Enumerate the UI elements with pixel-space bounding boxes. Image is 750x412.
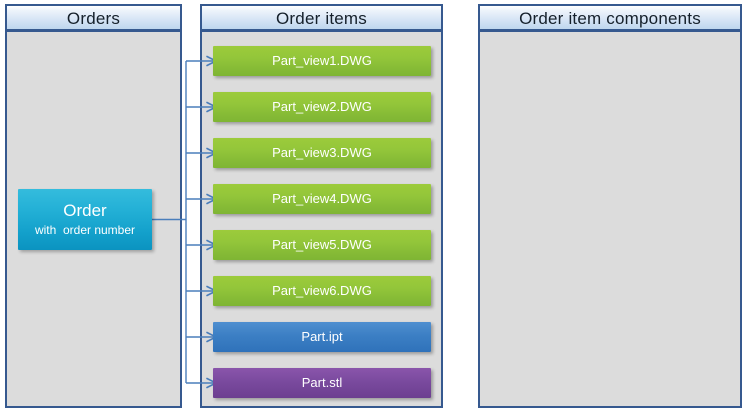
order-item-label: Part_view5.DWG: [272, 237, 372, 252]
panel-header-order-item-components: Order item components: [478, 4, 742, 31]
order-item-node[interactable]: Part.stl: [213, 368, 431, 398]
order-item-node[interactable]: Part_view3.DWG: [213, 138, 431, 168]
panel-header-order-items: Order items: [200, 4, 443, 31]
order-item-label: Part.stl: [301, 375, 343, 390]
order-item-label: Part.ipt: [301, 329, 343, 344]
panel-body-order-item-components: [478, 30, 742, 408]
order-item-label: Part_view4.DWG: [272, 191, 372, 206]
node-order-title: Order: [63, 201, 107, 220]
order-item-node[interactable]: Part_view4.DWG: [213, 184, 431, 214]
node-order-subtitle: with order number: [34, 223, 136, 237]
order-item-label: Part_view2.DWG: [272, 99, 372, 114]
node-order[interactable]: Order with order number: [18, 189, 152, 250]
order-item-node[interactable]: Part_view1.DWG: [213, 46, 431, 76]
order-item-label: Part_view6.DWG: [272, 283, 372, 298]
order-item-node[interactable]: Part_view6.DWG: [213, 276, 431, 306]
panel-header-orders: Orders: [5, 4, 182, 31]
order-item-label: Part_view1.DWG: [272, 53, 372, 68]
order-item-label: Part_view3.DWG: [272, 145, 372, 160]
order-item-node[interactable]: Part_view2.DWG: [213, 92, 431, 122]
order-item-node[interactable]: Part.ipt: [213, 322, 431, 352]
order-item-node[interactable]: Part_view5.DWG: [213, 230, 431, 260]
